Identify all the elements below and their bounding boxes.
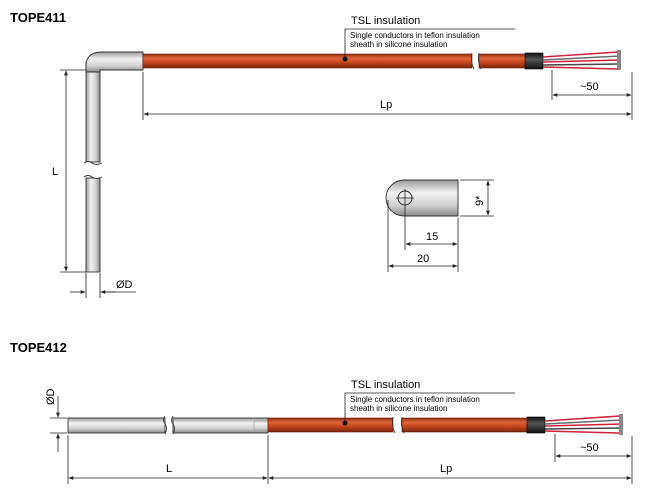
bend-detail-dim-15: 15	[426, 231, 438, 243]
tope411-dim-tail: ~50	[551, 70, 632, 100]
tope411-dim-l-label: L	[52, 166, 58, 178]
tope412-dim-l-label: L	[166, 463, 172, 475]
tope412-dim-lp-label: Lp	[440, 463, 452, 475]
tope412-title: TOPE412	[10, 340, 67, 355]
tope411-title: TOPE411	[10, 10, 66, 25]
tope412-dim-tail-label: ~50	[580, 442, 599, 454]
tope411-insulation-desc-2: sheath in silicone insulation	[350, 40, 447, 49]
tope411-insulation-callout: TSL insulation Single conductors in tefl…	[342, 15, 515, 62]
tope411-dim-tail-label: ~50	[580, 81, 599, 93]
tope412-probe	[67, 415, 269, 435]
tope411-dim-d-label: ØD	[116, 279, 133, 291]
tope412-dim-tail: ~50	[554, 434, 632, 462]
tope411-dim-lp-label: Lp	[380, 99, 392, 111]
tope412-insulation-callout: TSL insulation Single conductors in tefl…	[342, 379, 515, 426]
bend-detail-dim-9: 9*	[474, 195, 486, 206]
tope412-wires	[544, 414, 623, 435]
tope412-cable	[267, 416, 546, 434]
tope411-dim-l: L	[52, 69, 86, 273]
tope412-dim-d-label: ØD	[45, 388, 57, 405]
tope412-insulation-desc-1: Single conductors in teflon insulation	[350, 395, 480, 404]
tope412-dim-lp: Lp	[268, 436, 633, 484]
tope411-wires	[542, 50, 621, 70]
tope412-drawing: TOPE412 T	[10, 340, 633, 484]
tope412-insulation-label: TSL insulation	[351, 379, 420, 391]
tope411-insulation-desc-1: Single conductors in teflon insulation	[350, 31, 480, 40]
tope411-drawing: TOPE411	[10, 10, 633, 298]
bend-detail-dim-20: 20	[417, 253, 429, 265]
tope411-insulation-label: TSL insulation	[351, 15, 420, 27]
tope412-dim-l: L	[67, 435, 269, 484]
tope411-probe	[83, 61, 103, 273]
tope412-dim-d: ØD	[45, 388, 67, 452]
tope411-cable	[142, 52, 544, 70]
tope411-bend-head	[85, 51, 144, 73]
bend-detail-drawing: 9* 15 20	[385, 179, 494, 272]
tope411-dim-d: ØD	[70, 273, 136, 298]
tope411-dim-lp: Lp	[142, 72, 633, 120]
bend-detail-crosshair-icon	[396, 189, 414, 207]
tope412-insulation-desc-2: sheath in silicone insulation	[350, 404, 447, 413]
